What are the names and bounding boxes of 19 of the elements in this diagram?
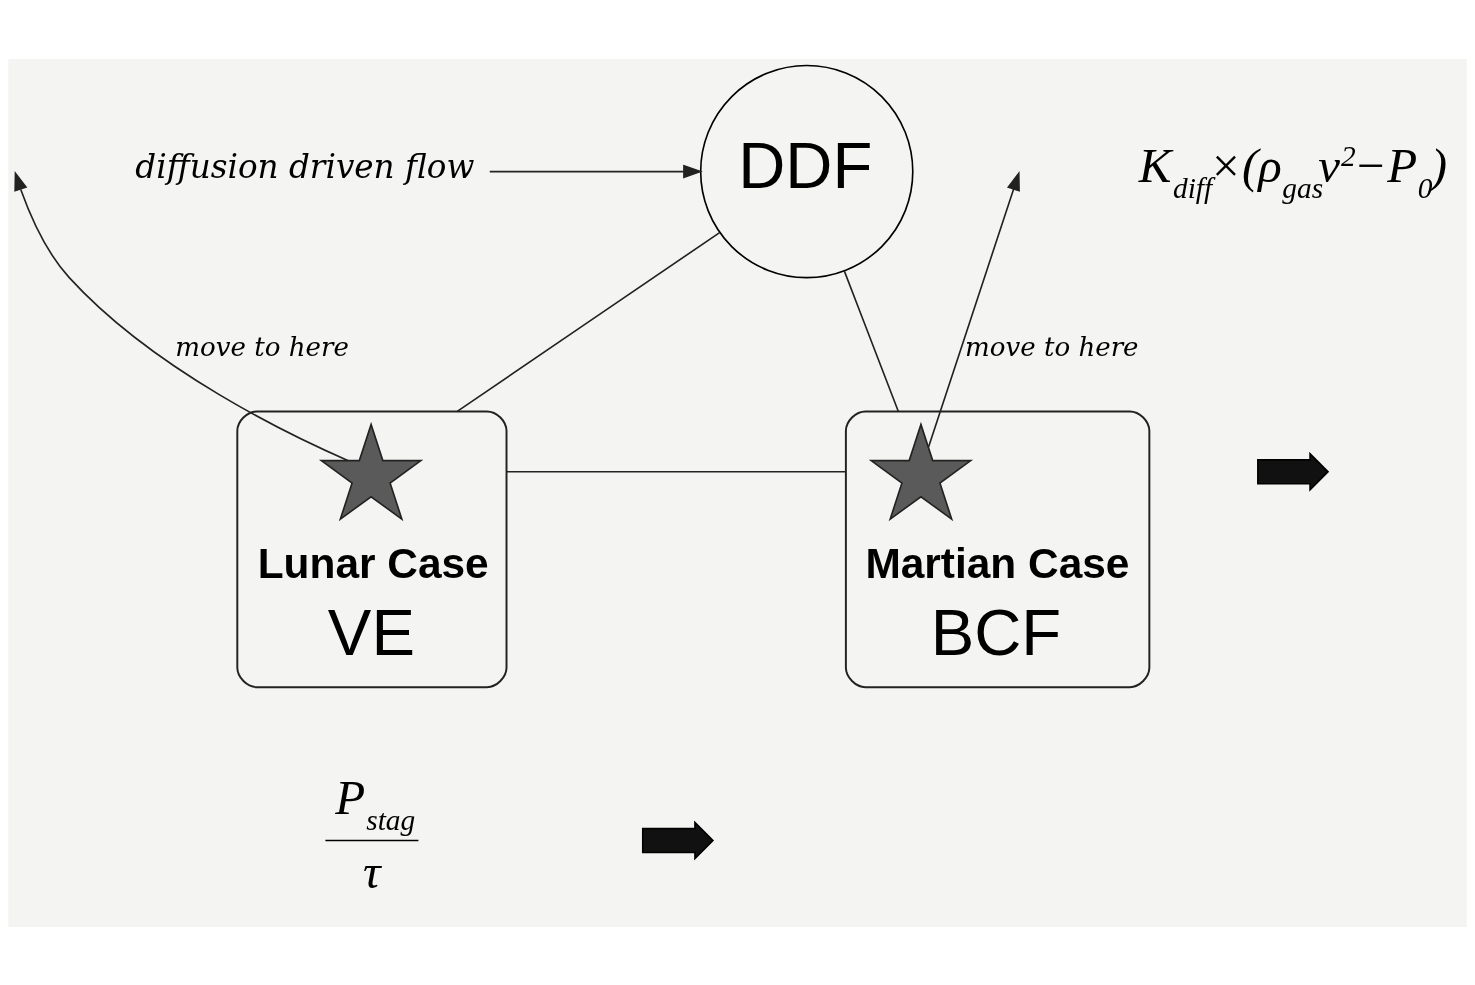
edge-label: move to here [175,331,349,362]
node-arrow [641,820,715,860]
arrow [488,164,703,178]
label: τ [362,843,381,899]
node-star [318,421,424,521]
node-text: diffusion driven flow [135,147,475,186]
arrow [927,170,1020,448]
node-arrow [1257,451,1330,492]
arrow [14,170,349,461]
node-star [868,421,974,521]
connector [505,470,847,473]
node-label: Lunar Case [257,539,489,587]
node-circle: DDF [699,64,914,278]
edge-label: move to here [964,331,1139,362]
label: P$_{stag}$ [335,769,416,836]
connector [456,231,721,412]
node-label: Martian Case [865,539,1130,587]
label: K$_{diff}$×(ρ$_{gas}$v$^{2}$−P$_{0}$) [1138,137,1448,204]
connector [843,269,900,412]
